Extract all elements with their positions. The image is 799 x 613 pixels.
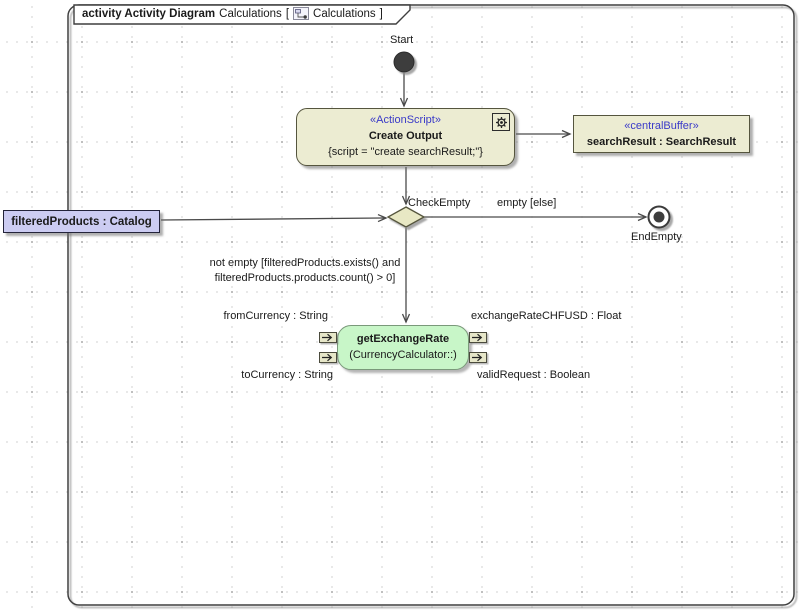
output-pin-valid-request[interactable] [469, 352, 487, 363]
pin-label-from-currency[interactable]: fromCurrency : String [223, 310, 328, 322]
input-pin-to-currency[interactable] [319, 352, 337, 363]
initial-node[interactable] [393, 51, 415, 73]
activity-frame-border [67, 4, 795, 606]
decision-node[interactable] [386, 206, 426, 228]
call-action-name: getExchangeRate [356, 333, 450, 345]
edge-parameter-to-decision[interactable] [160, 213, 388, 223]
pin-label-to-currency[interactable]: toCurrency : String [241, 369, 333, 381]
input-pin-from-currency[interactable] [319, 332, 337, 343]
output-pin-exchange-rate[interactable] [469, 332, 487, 343]
create-output-stereotype: «ActionScript» [370, 114, 441, 126]
final-node-label[interactable]: EndEmpty [631, 231, 682, 243]
parameter-filtered-products[interactable]: filteredProducts : Catalog [3, 210, 160, 233]
frame-tab-label[interactable]: activity Activity Diagram Calculations [… [82, 7, 383, 20]
guard-empty-label[interactable]: empty [else] [497, 197, 557, 209]
frame-keyword: activity Activity Diagram [82, 7, 216, 20]
guard-not-empty-line2: filteredProducts.products.count() > 0] [214, 272, 396, 284]
central-buffer-stereotype: «centralBuffer» [624, 120, 699, 132]
action-create-output[interactable]: «ActionScript» Create Output {script = "… [296, 108, 515, 166]
call-action-qualifier: (CurrencyCalculator::) [349, 349, 457, 361]
guard-not-empty-line1: not empty [filteredProducts.exists() and [209, 257, 401, 269]
frame-bracket-close: ] [379, 7, 383, 20]
initial-node-label[interactable]: Start [390, 34, 414, 46]
action-get-exchange-rate[interactable]: getExchangeRate (CurrencyCalculator::) [337, 325, 469, 370]
create-output-name: Create Output [368, 130, 443, 142]
frame-context-name: Calculations [313, 7, 376, 20]
pin-label-valid-request[interactable]: validRequest : Boolean [477, 369, 591, 381]
create-output-script: {script = "create searchResult;"} [328, 146, 483, 158]
decision-label[interactable]: CheckEmpty [408, 197, 471, 209]
frame-bracket-open: [ [285, 7, 290, 20]
gear-icon [492, 113, 510, 131]
guard-not-empty-label[interactable]: not empty [filteredProducts.exists() and… [183, 256, 427, 286]
activity-final-node[interactable] [647, 205, 671, 229]
frame-diagram-name: Calculations [219, 7, 282, 20]
central-buffer-name: searchResult : SearchResult [586, 136, 737, 148]
central-buffer-search-result[interactable]: «centralBuffer» searchResult : SearchRes… [573, 115, 750, 153]
activity-diagram-icon [293, 7, 310, 20]
pin-label-exchange-rate[interactable]: exchangeRateCHFUSD : Float [471, 310, 622, 322]
